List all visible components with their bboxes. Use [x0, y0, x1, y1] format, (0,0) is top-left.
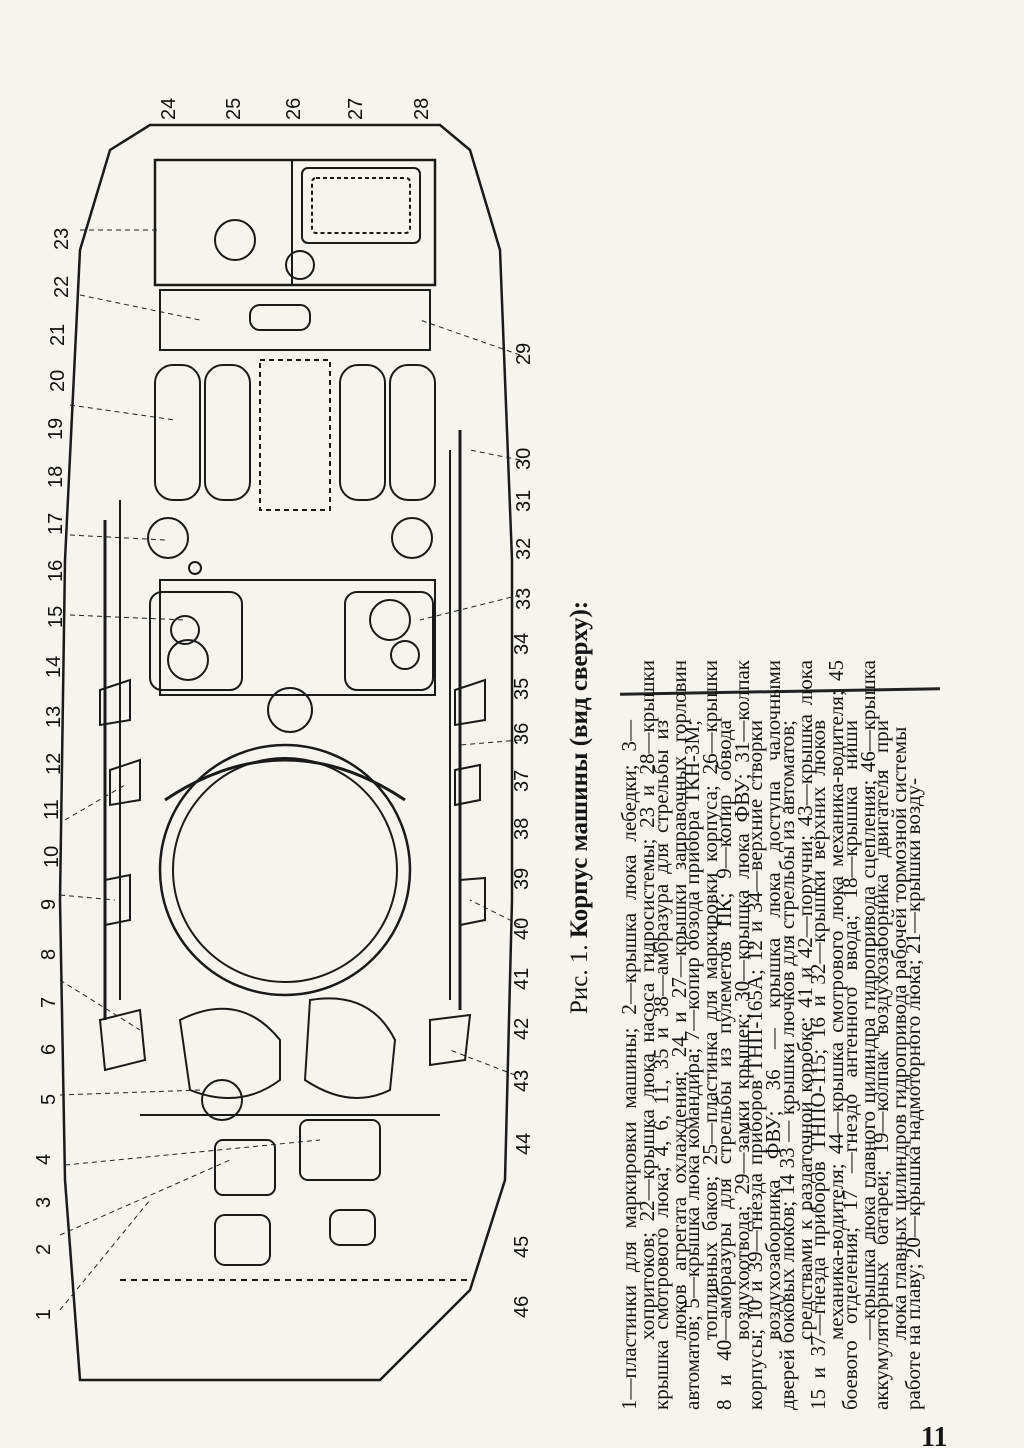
callout-28: 28 [411, 98, 433, 120]
figure-title-prefix: Рис. 1. [566, 944, 593, 1014]
cooling-hatch-area [153, 158, 437, 287]
callout-43: 43 [511, 1070, 533, 1092]
turret-ring [158, 743, 412, 997]
callout-20: 20 [47, 370, 69, 392]
combat-compartment-plate [159, 579, 436, 696]
callout-36: 36 [511, 723, 533, 745]
embrasure-right-38 [454, 763, 481, 807]
air-intake-cover-left-1 [154, 364, 201, 501]
callout-33: 33 [513, 588, 535, 610]
callout-24: 24 [158, 98, 180, 120]
callout-1: 1 [33, 1309, 55, 1320]
winch-hatch-2 [214, 1139, 276, 1196]
callout-15: 15 [45, 606, 67, 628]
callout-12: 12 [43, 753, 65, 775]
callout-39: 39 [511, 868, 533, 890]
hatch-46 [329, 1209, 376, 1246]
callout-6: 6 [38, 1044, 60, 1055]
air-intake-cover-right-2 [389, 364, 436, 501]
callout-21: 21 [47, 324, 69, 346]
callout-2: 2 [33, 1244, 55, 1255]
callout-labels-left: 1 2 3 4 5 6 7 8 9 10 11 12 13 14 15 16 1… [33, 98, 433, 1320]
legend-part-2: хопритоков; 22—крышка люка насоса гидрос… [635, 660, 911, 1340]
callout-35: 35 [511, 678, 533, 700]
intake-cap-19 [147, 517, 189, 559]
callout-14: 14 [43, 656, 65, 678]
driver-hatch-43 [303, 997, 397, 1099]
callout-40: 40 [511, 918, 533, 940]
upper-hatch-16 [149, 591, 243, 691]
callout-19: 19 [45, 418, 67, 440]
callout-16: 16 [45, 560, 67, 582]
upper-hatch-32 [344, 591, 434, 691]
callout-29: 29 [513, 343, 535, 365]
callout-11: 11 [41, 799, 63, 820]
callout-9: 9 [38, 899, 60, 910]
callout-22: 22 [51, 276, 73, 298]
figure-title: Рис. 1. Корпус машины (вид сверху): [566, 600, 594, 1014]
callout-38: 38 [511, 818, 533, 840]
figure-title-main: Корпус машины (вид сверху): [566, 600, 593, 939]
inspection-hatch-3 [299, 1119, 381, 1181]
page-number: 11 [921, 1422, 948, 1448]
callout-3: 3 [33, 1197, 55, 1208]
callout-26: 26 [283, 98, 305, 120]
callout-17: 17 [45, 513, 67, 535]
callout-44: 44 [513, 1133, 535, 1155]
embrasure-left-9 [104, 873, 131, 927]
callout-25: 25 [223, 98, 245, 120]
pump-hatch-22 [159, 289, 431, 351]
callout-7: 7 [38, 997, 60, 1008]
commander-hatch-5 [178, 1007, 281, 1099]
callout-42: 42 [511, 1018, 533, 1040]
callout-labels-right: 46 45 44 43 42 41 40 39 38 37 36 35 34 3… [511, 343, 535, 1318]
callout-37: 37 [511, 770, 533, 792]
callout-30: 30 [513, 448, 535, 470]
callout-10: 10 [41, 846, 63, 868]
callout-31: 31 [513, 490, 535, 512]
embrasure-left-11 [109, 758, 141, 807]
callout-32: 32 [513, 538, 535, 560]
antenna-socket-17 [267, 687, 313, 733]
callout-8: 8 [38, 949, 60, 960]
filler-cap-24 [214, 219, 256, 261]
cooling-grille-28 [301, 167, 421, 244]
callout-4: 4 [33, 1154, 55, 1165]
callout-45: 45 [511, 1236, 533, 1258]
callout-5: 5 [38, 1094, 60, 1105]
callout-13: 13 [43, 706, 65, 728]
fvu-cap-31 [391, 517, 433, 559]
hull-outline [58, 123, 514, 1382]
callout-27: 27 [345, 98, 367, 120]
hatch-45 [214, 1214, 271, 1266]
callout-18: 18 [45, 466, 67, 488]
air-intake-cover-right-1 [339, 364, 386, 501]
callout-23: 23 [51, 228, 73, 250]
embrasure-right-40 [459, 876, 486, 927]
engine-hatch-20 [259, 359, 331, 511]
callout-46: 46 [511, 1296, 533, 1318]
air-intake-cover-left-2 [204, 364, 251, 501]
callout-34: 34 [511, 633, 533, 655]
callout-41: 41 [511, 968, 533, 990]
